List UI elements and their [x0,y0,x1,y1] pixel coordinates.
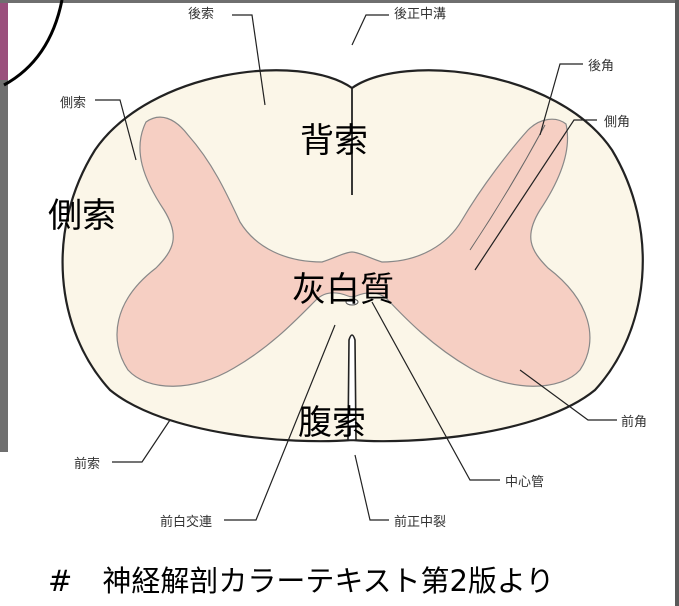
leader-anterior-funiculus [112,419,171,463]
left-edge-accent [0,0,8,80]
top-border [0,0,679,3]
label-anterior-funiculus: 前索 [74,457,101,472]
overlay-dorsal-funiculus: 背索 [300,121,368,161]
label-anterior-median-fissure: 前正中裂 [394,515,447,530]
overlay-lateral-funiculus: 側索 [48,196,116,236]
leader-lateral-horn [474,119,597,271]
overlay-ventral-funiculus: 腹索 [298,403,366,443]
label-lateral-horn: 側角 [604,115,631,130]
leader-central-canal [371,301,500,481]
leader-lines [95,14,617,521]
caption-text: 神経解剖カラーテキスト第2版より [102,564,555,598]
label-lateral-funiculus: 側索 [60,96,87,111]
leader-anterior-white-commissure [224,324,336,521]
leader-posterior-horn [539,63,583,136]
label-central-canal: 中心管 [505,475,545,490]
leader-lateral-funiculus [95,99,137,161]
label-posterior-median-sulcus: 後正中溝 [394,7,447,22]
leader-posterior-median-sulcus [351,14,389,46]
central-canal-shape [345,298,359,306]
leader-posterior-funiculus [232,14,266,106]
label-posterior-horn: 後角 [588,59,615,74]
label-anterior-horn: 前角 [621,415,648,430]
corner-circle-arc [3,0,64,87]
label-anterior-white-commissure: 前白交連 [160,515,213,530]
left-edge-strip [0,0,8,452]
lateral-horn-edge [469,124,546,251]
overlay-grey-matter: 灰白質 [292,270,394,310]
caption-hash: # [48,564,73,598]
anterior-median-fissure-shape [347,334,357,441]
right-border [675,0,679,606]
leader-anterior-horn [519,369,617,421]
label-posterior-funiculus: 後索 [188,7,215,22]
grey-matter [116,116,591,387]
source-caption: # 神経解剖カラーテキスト第2版より [48,558,554,600]
leader-anterior-median-fissure [354,454,389,521]
